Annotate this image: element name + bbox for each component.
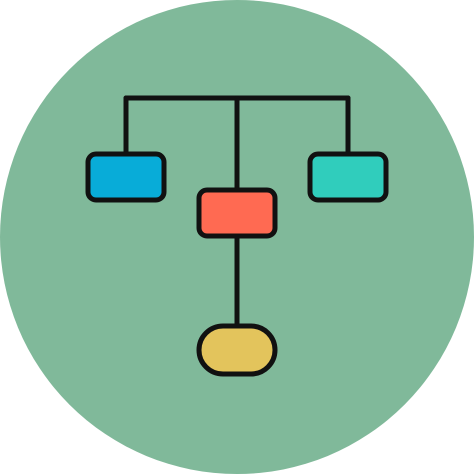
node-right [307,151,389,203]
node-left [85,151,167,203]
node-center [196,187,278,239]
node-bottom [196,323,278,377]
